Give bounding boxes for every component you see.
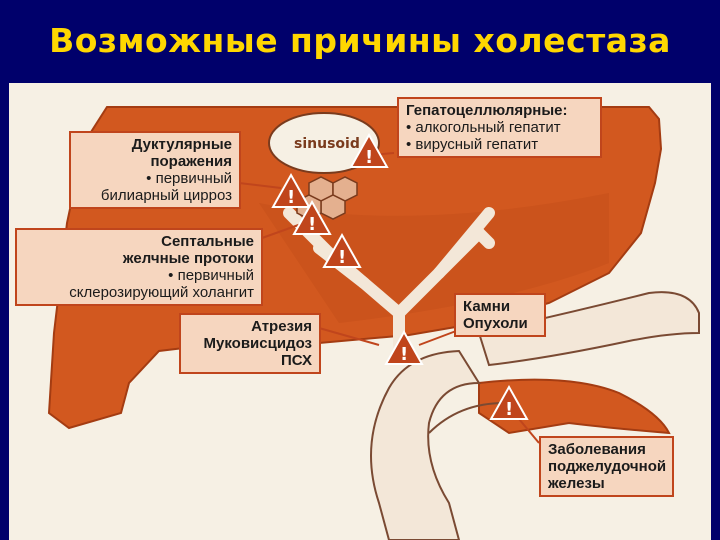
ductular-box: Дуктулярные поражения • первичный билиар…: [69, 131, 241, 209]
pancreas-line: поджелудочной: [548, 458, 667, 475]
warning-triangle-icon: !: [322, 232, 362, 268]
pancreas-box: Заболевания поджелудочной железы: [539, 436, 674, 497]
atresia-line: ПСХ: [280, 352, 312, 369]
septal-box: Септальные желчные протоки • первичный с…: [15, 228, 263, 306]
svg-text:!: !: [308, 214, 316, 235]
duodenum: [370, 349, 481, 540]
warning-triangle-icon: !: [271, 172, 311, 208]
hepatocellular-item: • вирусный гепатит: [406, 136, 539, 153]
svg-text:!: !: [505, 399, 513, 420]
septal-heading: желчные протоки: [122, 250, 254, 267]
hepatocellular-heading: Гепатоцеллюлярные:: [406, 102, 568, 119]
warning-triangle-icon: !: [384, 329, 424, 365]
warning-triangle-icons: ! ! ! ! ! !: [271, 132, 529, 420]
ductular-detail: билиарный цирроз: [100, 187, 232, 204]
septal-detail: склерозирующий холангит: [69, 284, 254, 301]
atresia-line: Атрезия: [251, 318, 312, 335]
svg-text:!: !: [365, 147, 373, 168]
warning-triangle-icon: !: [349, 132, 389, 168]
hepatocellular-item: • алкогольный гепатит: [406, 119, 561, 136]
ductular-detail: • первичный: [146, 170, 232, 187]
stones-line: Опухоли: [463, 315, 528, 332]
slide-title: Возможные причины холестаза: [49, 20, 671, 60]
svg-text:!: !: [287, 187, 295, 208]
ductular-heading: Дуктулярные: [131, 136, 232, 153]
svg-text:!: !: [400, 344, 408, 365]
hepatocellular-box: Гепатоцеллюлярные: • алкогольный гепатит…: [397, 97, 602, 158]
atresia-line: Муковисцидоз: [203, 335, 312, 352]
pancreas-line: Заболевания: [548, 441, 646, 458]
stones-line: Камни: [463, 298, 511, 315]
svg-text:!: !: [338, 247, 346, 268]
stones-box: Камни Опухоли: [454, 293, 546, 337]
septal-heading: Септальные: [161, 233, 254, 250]
atresia-box: Атрезия Муковисцидоз ПСХ: [179, 313, 321, 374]
cholestasis-diagram: sinusoid ! ! ! ! ! ! Гепат: [9, 83, 711, 540]
ductular-heading: поражения: [150, 153, 232, 170]
warning-triangle-icon: !: [489, 384, 529, 420]
septal-detail: • первичный: [168, 267, 254, 284]
warning-triangle-icon: !: [292, 199, 332, 235]
sinusoid-text: sinusoid: [294, 136, 360, 152]
pancreas-line: железы: [548, 475, 605, 492]
